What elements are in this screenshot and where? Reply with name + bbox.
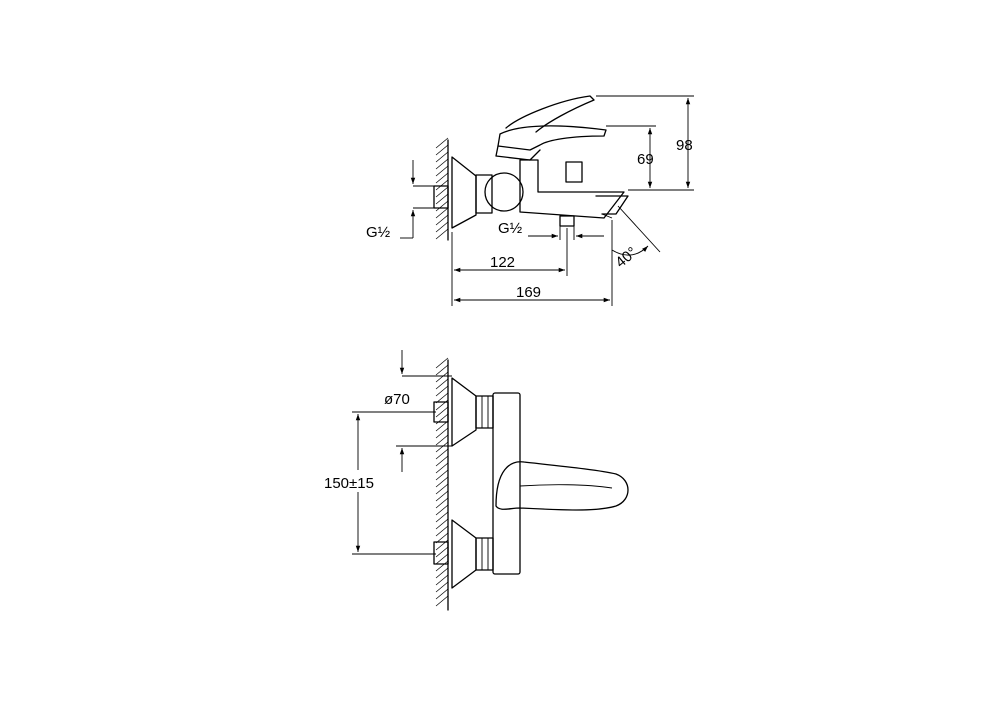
hatch-line <box>435 406 449 418</box>
angle-ref-line <box>617 205 661 253</box>
hatch-line <box>435 483 449 495</box>
spout-edge <box>601 213 613 219</box>
lever-front <box>495 461 629 511</box>
angle-label: 40° <box>612 244 640 272</box>
thread-wall-label: G½ <box>366 224 391 241</box>
hatch-line <box>435 214 449 226</box>
side-view: 98 69 G½ G½ 40° 122 169 <box>366 95 694 306</box>
hatch-line <box>435 448 449 460</box>
hatch-line <box>435 144 449 156</box>
hatch-line <box>435 186 449 198</box>
angle-arc <box>611 245 649 256</box>
dim-169-label: 169 <box>516 284 541 301</box>
diverter-knob <box>565 161 583 183</box>
hatch-line <box>435 165 449 177</box>
hatch-line <box>435 581 449 593</box>
hatch-line <box>435 441 449 453</box>
mixer-body-front <box>492 392 521 575</box>
wall-connection <box>433 185 449 209</box>
hatch-line <box>435 462 449 474</box>
hatch-line <box>435 588 449 600</box>
hatch-line <box>435 427 449 439</box>
hatch-line <box>435 532 449 544</box>
hatch-line <box>435 378 449 390</box>
hatch-line <box>435 371 449 383</box>
upper-union-nut <box>475 395 494 429</box>
body-round <box>484 172 524 212</box>
wall-hatch-top <box>435 137 449 240</box>
spout <box>595 195 629 215</box>
lower-union-nut <box>475 537 494 571</box>
hatch-line <box>435 385 449 397</box>
front-view: ø70 150±15 <box>322 350 629 611</box>
wall-hatch-bottom <box>435 357 449 607</box>
thread-outlet-label: G½ <box>498 220 523 237</box>
hatch-line <box>435 434 449 446</box>
center-label-bg <box>322 470 398 492</box>
dim-122-label: 122 <box>490 254 515 271</box>
lower-escutcheon <box>451 519 477 589</box>
hatch-line <box>435 560 449 572</box>
hatch-line <box>435 553 449 565</box>
hatch-line <box>435 364 449 376</box>
hatch-line <box>435 490 449 502</box>
lever-lower <box>497 125 607 151</box>
dim-69-label: 69 <box>637 151 654 168</box>
hatch-line <box>435 151 449 163</box>
hatch-line <box>435 546 449 558</box>
hatch-line <box>435 172 449 184</box>
hatch-line <box>435 511 449 523</box>
upper-wall-connection <box>433 401 449 423</box>
cartridge-cap <box>495 145 541 161</box>
hatch-line <box>435 200 449 212</box>
hatch-line <box>435 525 449 537</box>
lower-wall-connection <box>433 541 449 565</box>
hatch-line <box>435 420 449 432</box>
hatch-line <box>435 574 449 586</box>
hatch-line <box>435 469 449 481</box>
upper-escutcheon <box>451 377 477 447</box>
hatch-line <box>435 221 449 233</box>
outlet-nipple <box>559 215 575 227</box>
mixer-body <box>519 159 625 219</box>
hatch-line <box>435 567 449 579</box>
hatch-line <box>435 392 449 404</box>
lever-raised <box>505 95 595 133</box>
center-dim-label: 150±15 <box>324 475 374 492</box>
hatch-line <box>435 595 449 607</box>
hatch-line <box>435 179 449 191</box>
hatch-line <box>435 357 449 369</box>
dim-98-label: 98 <box>676 137 693 154</box>
hatch-line <box>435 504 449 516</box>
hatch-line <box>435 455 449 467</box>
hatch-line <box>435 207 449 219</box>
hatch-line <box>435 137 449 149</box>
union-nut <box>475 174 493 214</box>
hatch-line <box>435 476 449 488</box>
dia-label: ø70 <box>384 391 410 408</box>
hatch-line <box>435 158 449 170</box>
hatch-line <box>435 193 449 205</box>
lever-front-contour <box>519 484 613 489</box>
hatch-line <box>435 497 449 509</box>
escutcheon <box>451 156 477 229</box>
hatch-line <box>435 518 449 530</box>
hatch-line <box>435 228 449 240</box>
